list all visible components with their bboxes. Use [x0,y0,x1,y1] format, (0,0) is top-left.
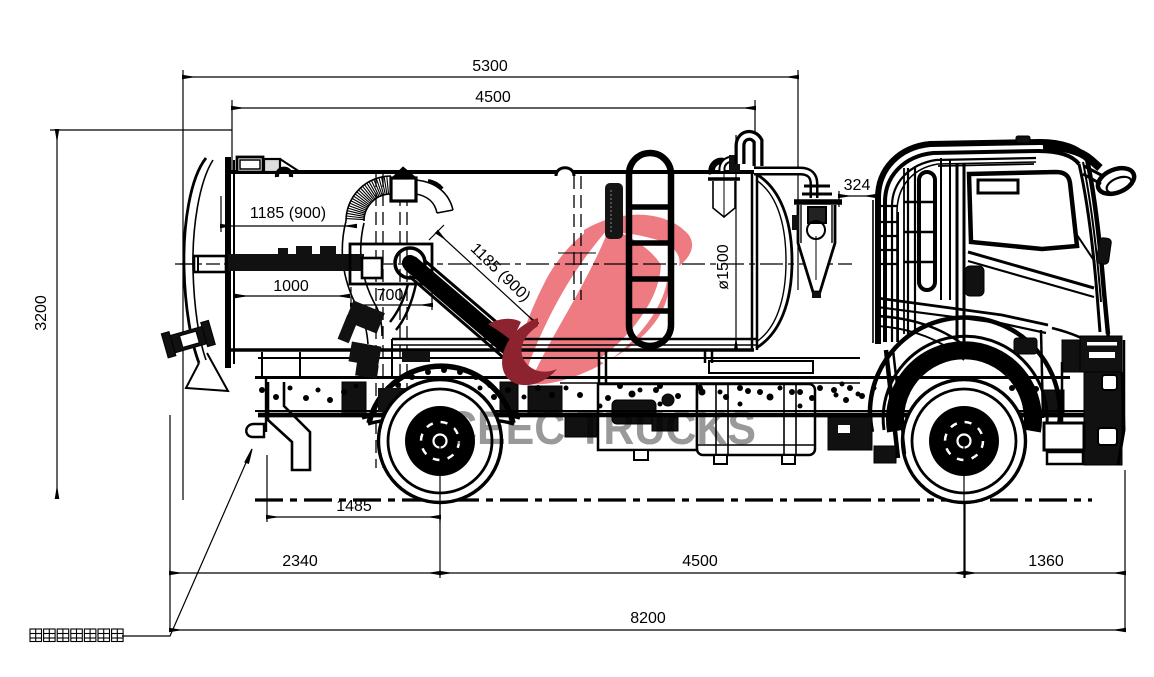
svg-text:CEEC TRUCKS: CEEC TRUCKS [446,401,756,454]
svg-text:3200: 3200 [33,295,50,331]
svg-text:ø1500: ø1500 [715,244,732,289]
svg-text:2340: 2340 [282,553,318,570]
svg-text:1185 (900): 1185 (900) [467,240,534,305]
svg-text:4500: 4500 [682,553,718,570]
svg-text:1485: 1485 [336,498,372,515]
svg-text:324: 324 [844,177,871,194]
svg-text:1360: 1360 [1028,553,1064,570]
svg-text:1185 (900): 1185 (900) [250,205,326,222]
svg-text:8200: 8200 [630,610,666,627]
svg-text:1000: 1000 [273,278,309,295]
svg-text:4500: 4500 [475,89,511,106]
svg-text:5300: 5300 [472,58,508,75]
